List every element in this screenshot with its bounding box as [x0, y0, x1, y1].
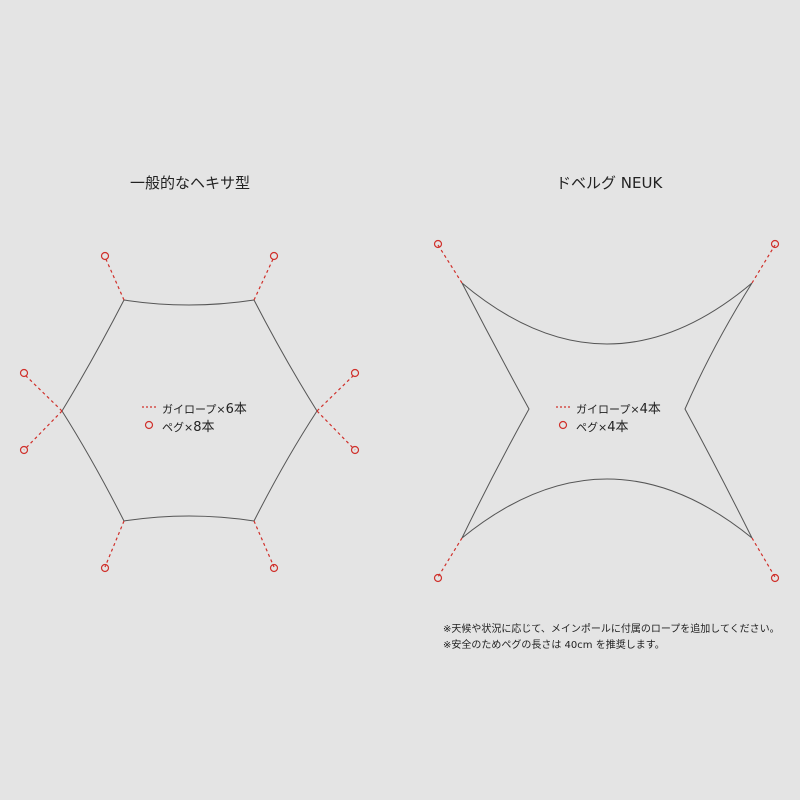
peg-circle: [100, 251, 110, 261]
legend-multiply: ×: [184, 421, 194, 434]
legend-peg-marker: [558, 420, 568, 430]
legend-rope-count: 6本: [225, 402, 247, 417]
neuk-title: ドベルグ NEUK: [556, 174, 663, 192]
hexa-legend-rope: ガイロープ×6本: [162, 398, 247, 417]
peg-circle: [350, 445, 360, 455]
notes: ※天候や状況に応じて、メインポールに付属のロープを追加してください。 ※安全のた…: [443, 622, 780, 654]
hexa-guy-ropes: [23, 256, 356, 568]
neuk-legend-rope: ガイロープ×4本: [576, 398, 661, 417]
hexa-title: 一般的なヘキサ型: [130, 174, 251, 192]
hexa-pegs: [19, 251, 360, 573]
guy-rope-line: [23, 373, 63, 412]
guy-rope-line: [253, 256, 275, 301]
peg-circle: [19, 445, 29, 455]
legend-peg-label: ペグ: [162, 421, 184, 434]
guy-rope-line: [437, 537, 463, 578]
legend-rope-count: 4本: [639, 402, 661, 417]
legend-peg-marker: [144, 420, 154, 430]
legend-peg-count: 8本: [193, 420, 215, 435]
peg-circle: [269, 251, 279, 261]
legend-peg-label: ペグ: [576, 421, 598, 434]
guy-rope-line: [316, 410, 356, 451]
peg-circle: [770, 239, 780, 249]
guy-rope-line: [104, 520, 125, 568]
peg-circle: [100, 563, 110, 573]
neuk-legend-peg: ペグ×4本: [576, 416, 629, 435]
guy-rope-line: [316, 373, 356, 412]
hexa-legend-peg: ペグ×8本: [162, 416, 215, 435]
guy-rope-line: [104, 256, 125, 301]
peg-circle: [770, 573, 780, 583]
neuk-guy-ropes: [437, 244, 776, 578]
peg-circle: [433, 239, 443, 249]
legend-rope-label: ガイロープ: [162, 403, 217, 416]
guy-rope-line: [751, 537, 776, 578]
legend-multiply: ×: [598, 421, 608, 434]
legend-rope-label: ガイロープ: [576, 403, 631, 416]
peg-circle: [350, 368, 360, 378]
peg-circle: [19, 368, 29, 378]
guy-rope-line: [437, 244, 463, 284]
legend-multiply: ×: [630, 403, 640, 416]
neuk-pegs: [433, 239, 780, 583]
peg-circle: [433, 573, 443, 583]
guy-rope-line: [253, 520, 275, 568]
note-line: ※天候や状況に応じて、メインポールに付属のロープを追加してください。: [443, 624, 780, 635]
legend-multiply: ×: [216, 403, 226, 416]
guy-rope-line: [23, 410, 63, 451]
peg-circle: [269, 563, 279, 573]
legend-peg-count: 4本: [607, 420, 629, 435]
note-line: ※安全のためペグの長さは 40cm を推奨します。: [443, 640, 665, 651]
guy-rope-line: [751, 244, 776, 284]
